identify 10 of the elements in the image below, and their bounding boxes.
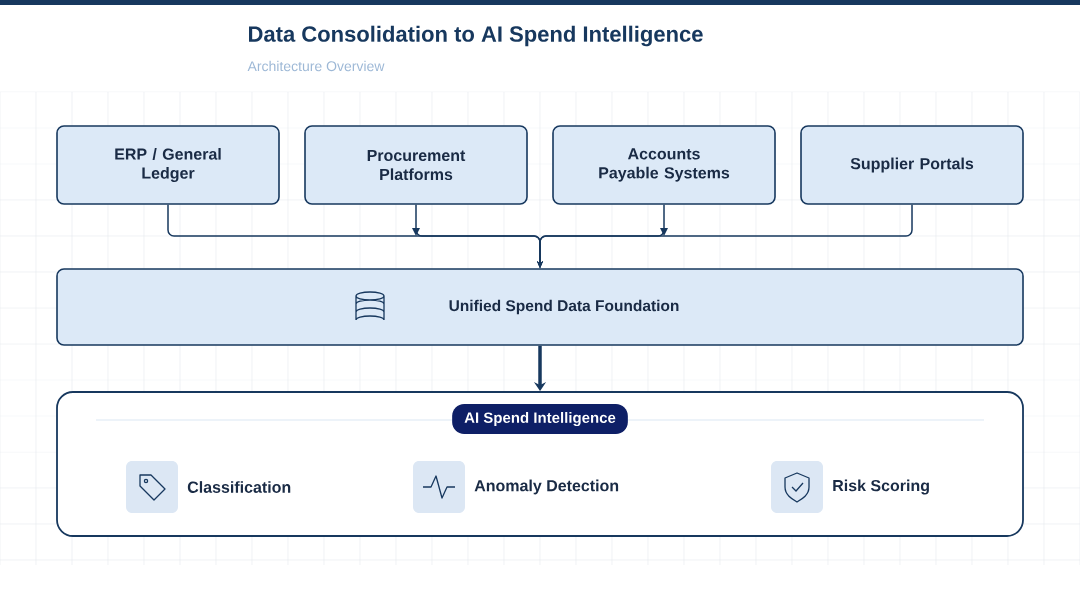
source-box: Accounts Payable Systems: [552, 125, 776, 205]
foundation-box: Unified Spend Data Foundation: [56, 268, 1024, 346]
source-box: Supplier Portals: [800, 125, 1024, 205]
feature-label: Risk Scoring: [833, 479, 929, 495]
subtitle: Architecture Overview: [247, 60, 385, 72]
title: Data Consolidation to AI Spend Intelligence: [249, 25, 703, 47]
feature-label: Anomaly Detection: [474, 479, 619, 495]
source-box: ERP / General Ledger: [56, 125, 280, 205]
feature-label: Classification: [187, 481, 291, 493]
source-box: Procurement Platforms: [304, 125, 528, 205]
